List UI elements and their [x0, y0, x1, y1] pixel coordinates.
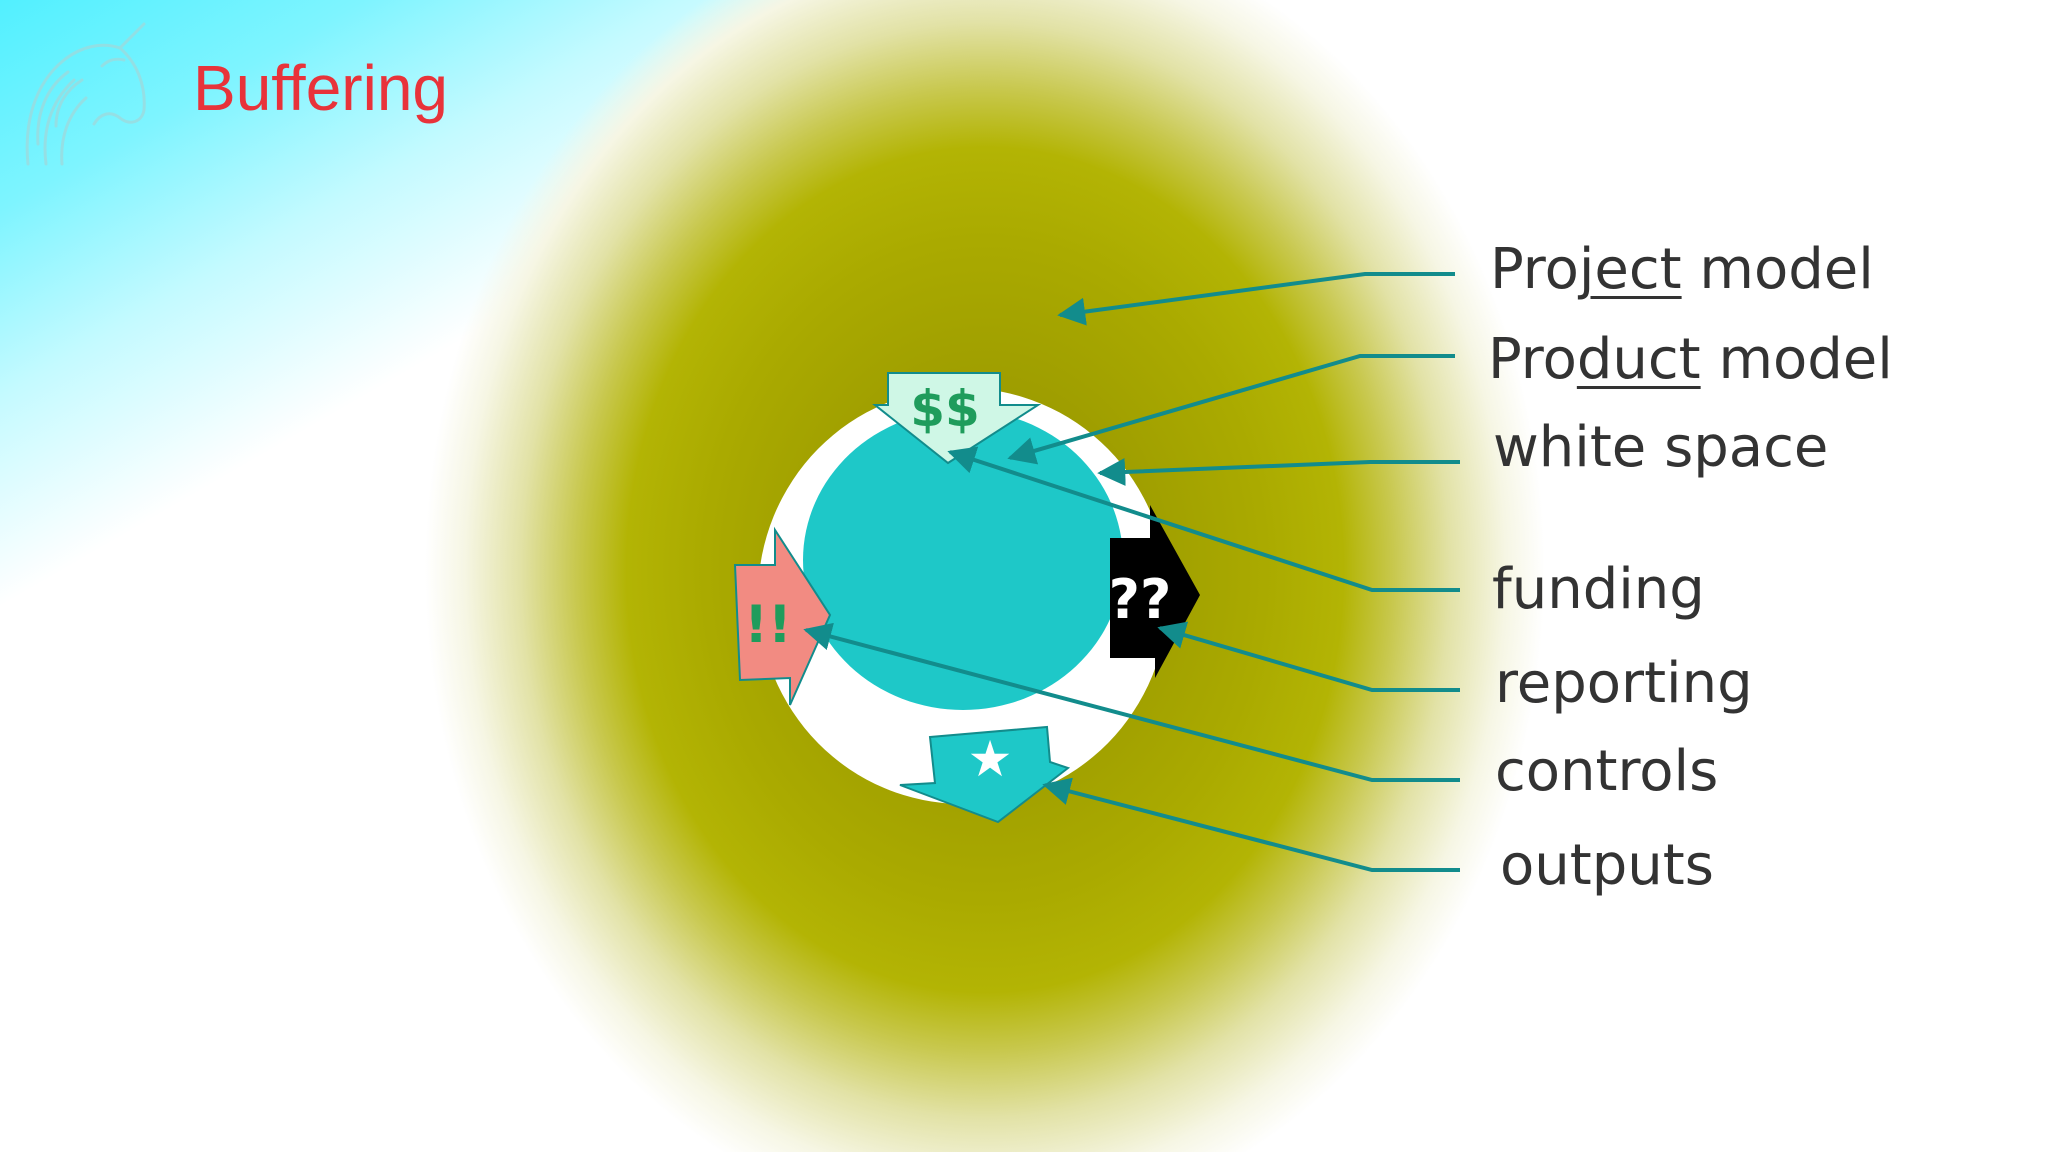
horse-logo-icon: [25, 22, 146, 166]
reporting-label: reporting: [1495, 651, 1753, 716]
product-model-label: Product model: [1488, 327, 1893, 392]
product-core: [803, 410, 1123, 710]
slide-title: Buffering: [193, 52, 448, 124]
reporting-arrow-symbol: ??: [1109, 568, 1172, 631]
controls-label: controls: [1495, 739, 1719, 804]
outputs-label: outputs: [1500, 833, 1714, 898]
outputs-leader: [1042, 777, 1460, 872]
controls-leader: [803, 622, 1460, 782]
funding-label: funding: [1492, 557, 1705, 622]
white-space-label: white space: [1493, 415, 1829, 480]
project-model-label: Project model: [1490, 237, 1874, 302]
funding-arrow-symbol: $$: [910, 380, 980, 438]
white-space-leader: [1097, 457, 1460, 486]
product-model-leader: [1007, 354, 1455, 465]
funding-leader: [947, 446, 1460, 592]
outputs-arrow-symbol: ★: [968, 730, 1013, 788]
funding-arrow: $$: [872, 372, 1042, 465]
outputs-arrow: ★: [899, 725, 1071, 824]
controls-arrow-symbol: !!: [744, 595, 791, 655]
controls-arrow: !!: [733, 526, 832, 706]
project-model-leader: [1057, 272, 1455, 326]
reporting-leader: [1157, 621, 1460, 692]
